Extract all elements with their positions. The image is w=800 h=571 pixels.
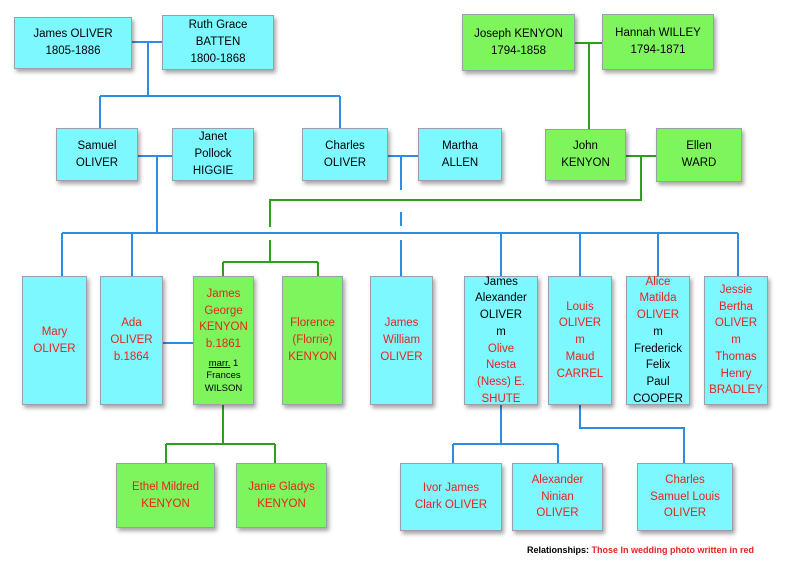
relationships-label: Relationships: [527,545,590,555]
person-name: James William OLIVER [380,317,423,363]
person-joseph-kenyon: Joseph KENYON 1794-1858 [462,14,575,71]
person-janet-higgie: Janet Pollock HIGGIE [172,128,254,181]
person-name: Charles OLIVER [323,139,367,169]
person-samuel-oliver: Samuel OLIVER [56,128,138,181]
marriage-note: marr. 1 Frances WILSON [205,358,242,395]
person-name: Alexander Ninian OLIVER [531,473,584,520]
person-alexander-oliver: Alexander Ninian OLIVER [512,463,603,531]
person-name: Martha ALLEN [441,139,479,169]
person-james-william-oliver: James William OLIVER [370,276,433,405]
person-name: James OLIVER 1805-1886 [33,28,113,57]
person-name: Ellen WARD [681,140,717,169]
person-name: Hannah WILLEY 1794-1871 [615,27,701,56]
person-james-oliver-sr: James OLIVER 1805-1886 [14,17,132,69]
person-jessie-bertha-oliver: Jessie Bertha OLIVER m Thomas Henry BRAD… [704,276,768,405]
person-martha-allen: Martha ALLEN [418,128,502,181]
person-ada-oliver: Ada OLIVER b.1864 [100,276,163,405]
connector-john-ellen-children [222,156,642,276]
person-name: Ivor James Clark OLIVER [414,482,488,511]
person-ethel-kenyon: Ethel Mildred KENYON [116,463,215,528]
person-name: Mary OLIVER [33,325,76,355]
person-james-alexander-oliver: James Alexander OLIVER m Olive Nesta (Ne… [464,276,538,405]
person-name: James Alexander OLIVER m [475,275,527,338]
person-florence-kenyon: Florence (Florrie) KENYON [282,276,343,405]
person-name: John KENYON [561,140,610,169]
person-ruth-grace-batten: Ruth Grace BATTEN 1800-1868 [162,15,274,70]
relationships-note: Relationships: Those In wedding photo wr… [527,545,754,555]
person-name: Ruth Grace BATTEN 1800-1868 [188,19,248,65]
person-name: Samuel OLIVER [75,139,119,169]
connector-samuel-janet-children [61,156,739,276]
person-ivor-oliver: Ivor James Clark OLIVER [400,463,502,531]
person-name: Janet Pollock HIGGIE [192,131,234,177]
person-name: Jessie Bertha OLIVER m Thomas Henry BRAD… [709,284,763,397]
person-name: Alice Matilda OLIVER [636,275,680,322]
marriage-label: marr. [208,357,231,369]
spouse-name: Olive Nesta (Ness) E. SHUTE [477,342,525,405]
person-charles-oliver: Charles OLIVER [302,128,388,181]
person-name: James George KENYON b.1861 [199,288,248,351]
connector-james-alexander-children [452,405,559,463]
spouse-name: Frederick Felix Paul COOPER [633,342,683,405]
person-name: Janie Gladys KENYON [248,480,315,510]
person-name: Florence (Florrie) KENYON [288,317,337,363]
person-name: Ethel Mildred KENYON [131,480,200,510]
person-hannah-willey: Hannah WILLEY 1794-1871 [602,14,714,70]
marriage-m: m [653,325,663,338]
person-ellen-ward: Ellen WARD [656,128,742,182]
person-mary-oliver: Mary OLIVER [22,276,87,405]
person-james-george-kenyon: James George KENYON b.1861 marr. 1 Franc… [193,276,254,405]
person-charles-samuel-oliver: Charles Samuel Louis OLIVER [637,463,733,531]
person-name: Ada OLIVER b.1864 [110,317,153,363]
marriage-spouse: 1 Frances WILSON [204,357,243,394]
person-janie-kenyon: Janie Gladys KENYON [236,463,327,528]
person-alice-matilda-oliver: Alice Matilda OLIVER m Frederick Felix P… [626,276,690,405]
person-name: Joseph KENYON 1794-1858 [474,27,563,57]
connector-louis-children [579,405,685,463]
person-john-kenyon: John KENYON [545,129,626,181]
connector-james-ruth-children [99,42,341,128]
person-name: Charles Samuel Louis OLIVER [650,473,720,520]
relationships-text: Those In wedding photo written in red [589,545,755,555]
person-name: Louis OLIVER m Maud CARREL [556,300,604,380]
person-louis-oliver: Louis OLIVER m Maud CARREL [548,276,612,405]
connector-james-george-children [165,405,276,463]
